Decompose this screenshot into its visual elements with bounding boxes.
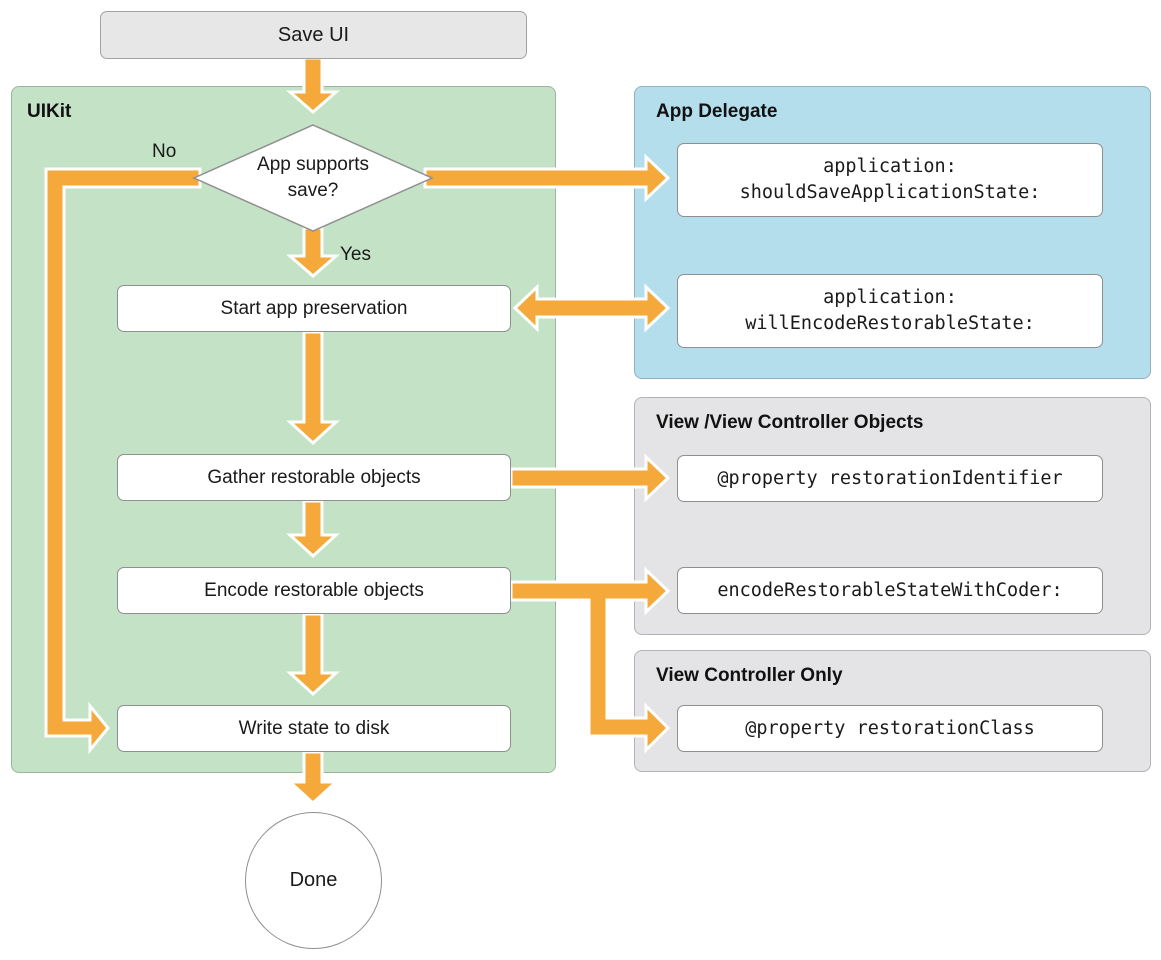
decision-diamond <box>192 124 434 232</box>
arrow-decision-to-start <box>285 226 341 278</box>
arrow-start-will-encode <box>512 283 671 333</box>
encode-with-coder-method: encodeRestorableStateWithCoder: <box>677 567 1103 614</box>
encode-objects-node: Encode restorable objects <box>117 567 511 614</box>
arrow-gather-to-encode <box>286 499 340 559</box>
arrow-save-to-decision <box>285 56 341 114</box>
arrow-encode-to-coder <box>509 566 671 754</box>
gather-objects-node: Gather restorable objects <box>117 454 511 501</box>
arrow-gather-to-identifier <box>509 453 671 503</box>
arrow-encode-to-write <box>286 612 340 697</box>
view-controller-only-title: View Controller Only <box>656 665 843 686</box>
decision-text: App supports save? <box>257 154 369 201</box>
yes-label: Yes <box>340 244 371 265</box>
arrow-decision-to-should-save <box>423 153 671 203</box>
will-encode-method: application: willEncodeRestorableState: <box>677 274 1103 348</box>
save-ui-node: Save UI <box>100 11 527 59</box>
arrow-start-to-gather <box>286 330 340 446</box>
uikit-title: UIKit <box>27 101 72 122</box>
done-node: Done <box>245 812 382 949</box>
app-delegate-title: App Delegate <box>656 101 778 122</box>
arrow-write-to-done <box>286 750 340 806</box>
restoration-class-property: @property restorationClass <box>677 705 1103 752</box>
write-state-node: Write state to disk <box>117 705 511 752</box>
should-save-method: application: shouldSaveApplicationState: <box>677 143 1103 217</box>
no-label: No <box>152 141 177 162</box>
restoration-identifier-property: @property restorationIdentifier <box>677 455 1103 502</box>
arrow-no-to-write <box>44 167 202 755</box>
view-objects-title: View /View Controller Objects <box>656 412 924 433</box>
start-preservation-node: Start app preservation <box>117 285 511 332</box>
